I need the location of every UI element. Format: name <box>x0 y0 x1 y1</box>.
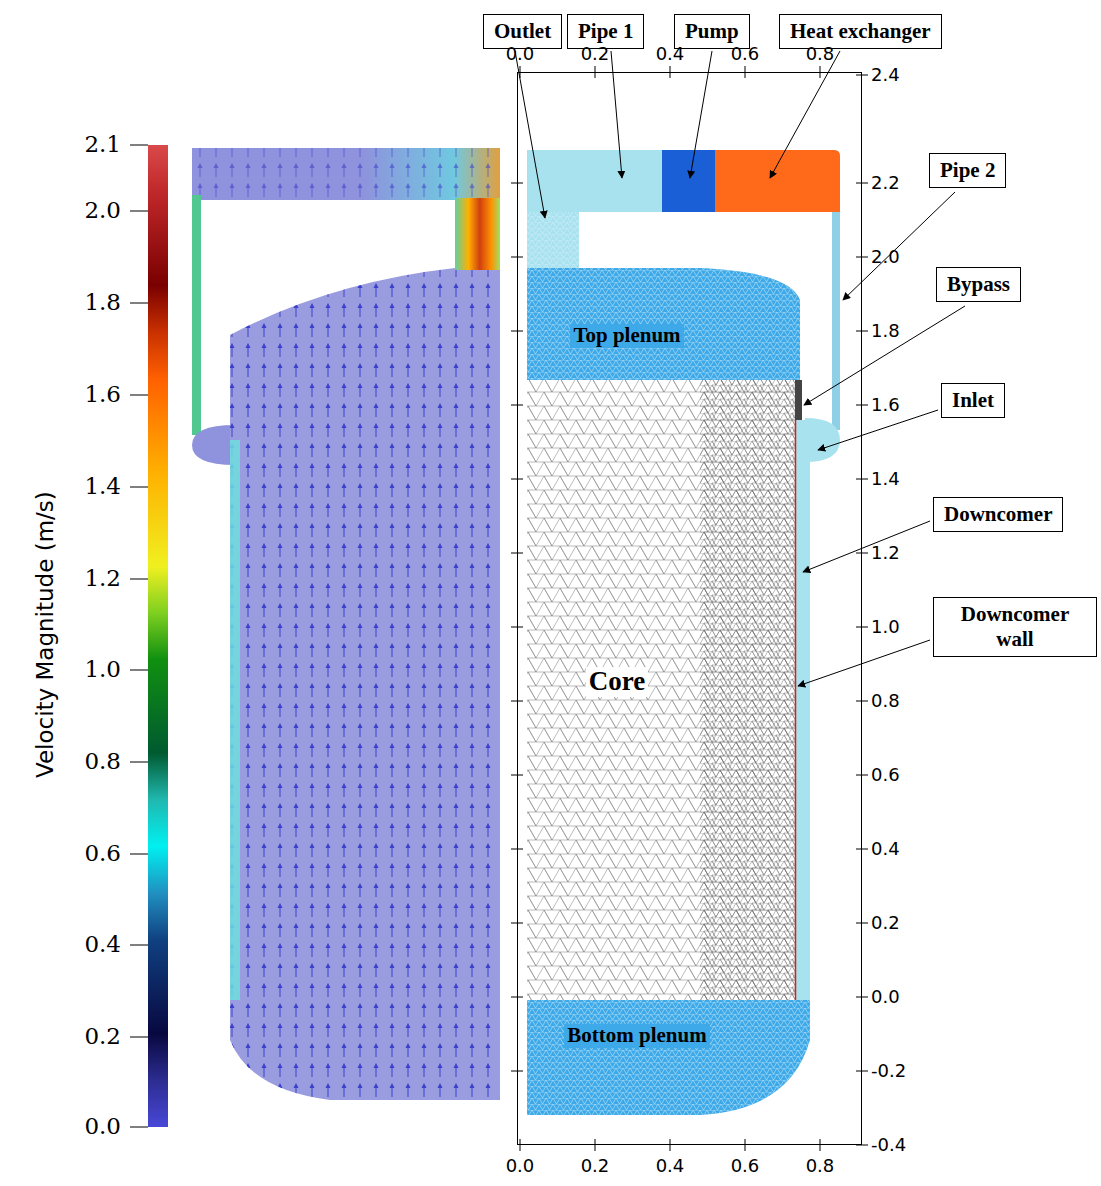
axis-tick-label: 2.4 <box>871 65 900 85</box>
colorbar-tick-label: 1.4 <box>84 474 121 499</box>
callout-text: Heat exchanger <box>790 19 931 44</box>
axis-tick-label: 2.0 <box>871 247 900 267</box>
colorbar-tick-label: 0.4 <box>84 932 121 957</box>
colorbar-tick-label: 2.0 <box>84 198 121 223</box>
mesh-geometry <box>527 150 840 1115</box>
colorbar-tick-label: 1.0 <box>84 657 121 682</box>
axis-tick-label: 0.0 <box>506 44 535 64</box>
colorbar-tick-label: 0.8 <box>84 749 121 774</box>
axis-tick-label: 1.6 <box>871 395 900 415</box>
callout-box: Heat exchanger <box>779 14 942 49</box>
axis-tick-label: 0.6 <box>871 765 900 785</box>
axis-tick-label: 0.6 <box>731 44 760 64</box>
axis-tick-label: 0.2 <box>581 44 610 64</box>
colorbar-tick-label: 1.6 <box>84 382 121 407</box>
axis-tick-label: 0.0 <box>871 987 900 1007</box>
region-label: Core <box>586 667 648 697</box>
callout-text: Bypass <box>947 272 1010 297</box>
axis-tick-label: 0.8 <box>871 691 900 711</box>
leader-lines <box>515 51 965 686</box>
region-label: Bottom plenum <box>564 1024 709 1047</box>
axis-tick-label: 0.2 <box>581 1156 610 1176</box>
callout-box: Inlet <box>941 383 1005 418</box>
axis-tick-label: 0.6 <box>731 1156 760 1176</box>
axis-tick-label: 1.8 <box>871 321 900 341</box>
callout-text: Pipe 2 <box>940 158 995 183</box>
colorbar-ticks <box>130 145 148 1127</box>
callout-box: Downcomer <box>933 497 1063 532</box>
callout-text: Pump <box>685 19 739 44</box>
callout-text: Downcomer wall <box>944 602 1086 652</box>
callout-box: Pipe 2 <box>929 153 1006 188</box>
callout-text: Downcomer <box>944 502 1052 527</box>
axis-tick-label: 1.2 <box>871 543 900 563</box>
colorbar-tick-label: 0.0 <box>84 1114 121 1139</box>
callout-box: Bypass <box>936 267 1021 302</box>
colorbar-title: Velocity Magnitude (m/s) <box>32 492 57 779</box>
axes-frame <box>511 66 868 1151</box>
axis-tick-label: 0.8 <box>806 1156 835 1176</box>
colorbar-tick-label: 1.2 <box>84 566 121 591</box>
callout-text: Pipe 1 <box>578 19 633 44</box>
axis-tick-label: 0.4 <box>656 1156 685 1176</box>
colorbar-tick-label: 0.6 <box>84 841 121 866</box>
axis-tick-label: 2.2 <box>871 173 900 193</box>
velocity-field <box>192 148 500 1100</box>
colorbar-tick-label: 1.8 <box>84 290 121 315</box>
axis-tick-label: 0.2 <box>871 913 900 933</box>
axis-tick-label: 0.4 <box>656 44 685 64</box>
colorbar-tick-label: 2.1 <box>84 132 121 157</box>
axis-tick-label: 1.4 <box>871 469 900 489</box>
axis-tick-label: -0.2 <box>871 1061 906 1081</box>
axis-tick-label: 0.8 <box>806 44 835 64</box>
axis-tick-label: 0.0 <box>506 1156 535 1176</box>
callout-text: Inlet <box>952 388 994 413</box>
colorbar-tick-label: 0.2 <box>84 1024 121 1049</box>
callout-text: Outlet <box>494 19 551 44</box>
axis-tick-label: 1.0 <box>871 617 900 637</box>
axis-tick-label: 0.4 <box>871 839 900 859</box>
region-label: Top plenum <box>570 324 683 347</box>
colorbar <box>148 145 168 1127</box>
axis-tick-label: -0.4 <box>871 1135 906 1155</box>
callout-box: Downcomer wall <box>933 597 1097 657</box>
